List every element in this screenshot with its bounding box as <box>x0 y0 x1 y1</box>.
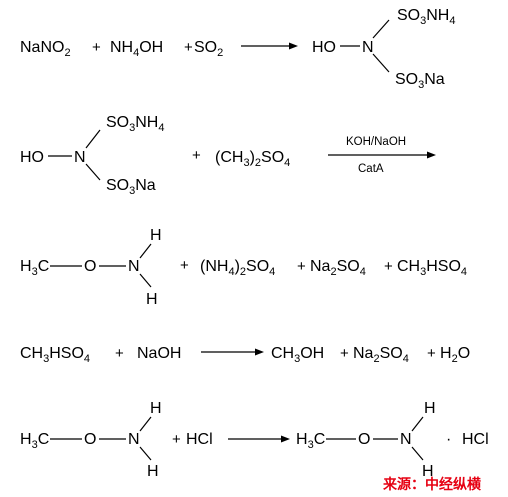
bond-n-h-bottom <box>411 446 424 461</box>
product-methanol: CH3OH <box>271 345 324 365</box>
product-sodium-sulfate: Na2SO4 <box>353 345 409 365</box>
reagent-dimethyl-sulfate: (CH3)2SO4 <box>215 149 290 169</box>
plus-sign: + <box>384 258 393 275</box>
reactant-sulfur-dioxide: SO2 <box>194 39 223 59</box>
plus-sign: + <box>297 258 306 275</box>
bond-n-upper <box>372 19 390 39</box>
reaction-3: H3C O N H H + (NH4)2SO4 + Na2SO4 + CH3HS… <box>20 227 467 308</box>
nitrogen-atom: N <box>128 258 140 275</box>
bond-n-h-bottom <box>139 273 152 288</box>
reactant-ho-group: HO <box>20 149 44 166</box>
reactant-nitrogen-atom: N <box>74 149 86 166</box>
product-nitrogen-atom: N <box>362 39 374 56</box>
reactant-sodium-hydroxide: NaOH <box>137 345 181 362</box>
reactant-methyl-hydrogen-sulfate: CH3HSO4 <box>20 345 90 365</box>
plus-sign: + <box>340 345 349 362</box>
plus-sign: + <box>184 39 193 56</box>
plus-sign: + <box>180 257 189 274</box>
product-hydrogen-bottom: H <box>422 463 434 480</box>
reactant-ammonium-hydroxide: NH4OH <box>110 39 163 59</box>
bond-n-upper <box>85 129 101 149</box>
source-label: 来源：中经纵横 <box>382 476 482 493</box>
reactant-sodium-nitrite: NaNO2 <box>20 39 71 59</box>
plus-sign: + <box>92 39 101 56</box>
condition-above-arrow: KOH/NaOH <box>346 136 406 148</box>
arrow-head <box>289 42 298 50</box>
arrow-head <box>427 151 436 159</box>
reaction-5: H3C O N H H + HCl H3C O N H H · HCl <box>20 400 489 480</box>
oxygen-atom: O <box>84 258 96 275</box>
product-lower-group: SO3Na <box>395 71 445 91</box>
methyl-group: H3C <box>20 258 49 278</box>
bond-n-h-top <box>139 416 152 432</box>
hydrogen-atom-top: H <box>150 227 162 244</box>
product-upper-group: SO3NH4 <box>397 7 455 27</box>
reactant-nitrogen-atom: N <box>128 431 140 448</box>
reactant-hydrogen-bottom: H <box>147 463 159 480</box>
bond-n-h-top <box>139 243 152 259</box>
reagent-hydrochloric-acid: HCl <box>186 431 213 448</box>
bond-n-lower <box>372 53 390 73</box>
reactant-oxygen-atom: O <box>84 431 96 448</box>
arrow-head <box>255 348 264 356</box>
plus-sign: + <box>192 147 201 164</box>
product-nitrogen-atom: N <box>400 431 412 448</box>
product-hydrogen-top: H <box>424 400 436 417</box>
product-ho-group: HO <box>312 39 336 56</box>
product-ammonium-sulfate: (NH4)2SO4 <box>200 258 275 278</box>
product-methyl-hydrogen-sulfate: CH3HSO4 <box>397 258 467 278</box>
condition-below-arrow: CatA <box>358 163 384 175</box>
product-sodium-sulfate: Na2SO4 <box>310 258 366 278</box>
product-water: H2O <box>440 345 470 365</box>
bond-n-h-bottom <box>139 446 152 461</box>
plus-sign: + <box>172 431 181 448</box>
reactant-hydrogen-top: H <box>150 400 162 417</box>
arrow-head <box>281 435 290 443</box>
reaction-4: CH3HSO4 + NaOH CH3OH + Na2SO4 + H2O <box>20 345 470 365</box>
plus-sign: + <box>427 345 436 362</box>
reaction-2: HO N SO3NH4 SO3Na + (CH3)2SO4 KOH/NaOH C… <box>20 114 436 197</box>
salt-dot: · <box>446 431 451 448</box>
product-methyl-group: H3C <box>296 431 325 451</box>
reactant-lower-group: SO3Na <box>106 177 156 197</box>
reactant-upper-group: SO3NH4 <box>106 114 164 134</box>
hydrogen-atom-bottom: H <box>146 291 158 308</box>
product-hydrochloride: HCl <box>462 431 489 448</box>
bond-n-h-top <box>411 416 424 432</box>
bond-n-lower <box>85 163 101 181</box>
plus-sign: + <box>115 345 124 362</box>
reaction-1: NaNO2 + NH4OH + SO2 HO N SO3NH4 SO3Na <box>20 7 455 91</box>
product-oxygen-atom: O <box>358 431 370 448</box>
reactant-methyl-group: H3C <box>20 431 49 451</box>
